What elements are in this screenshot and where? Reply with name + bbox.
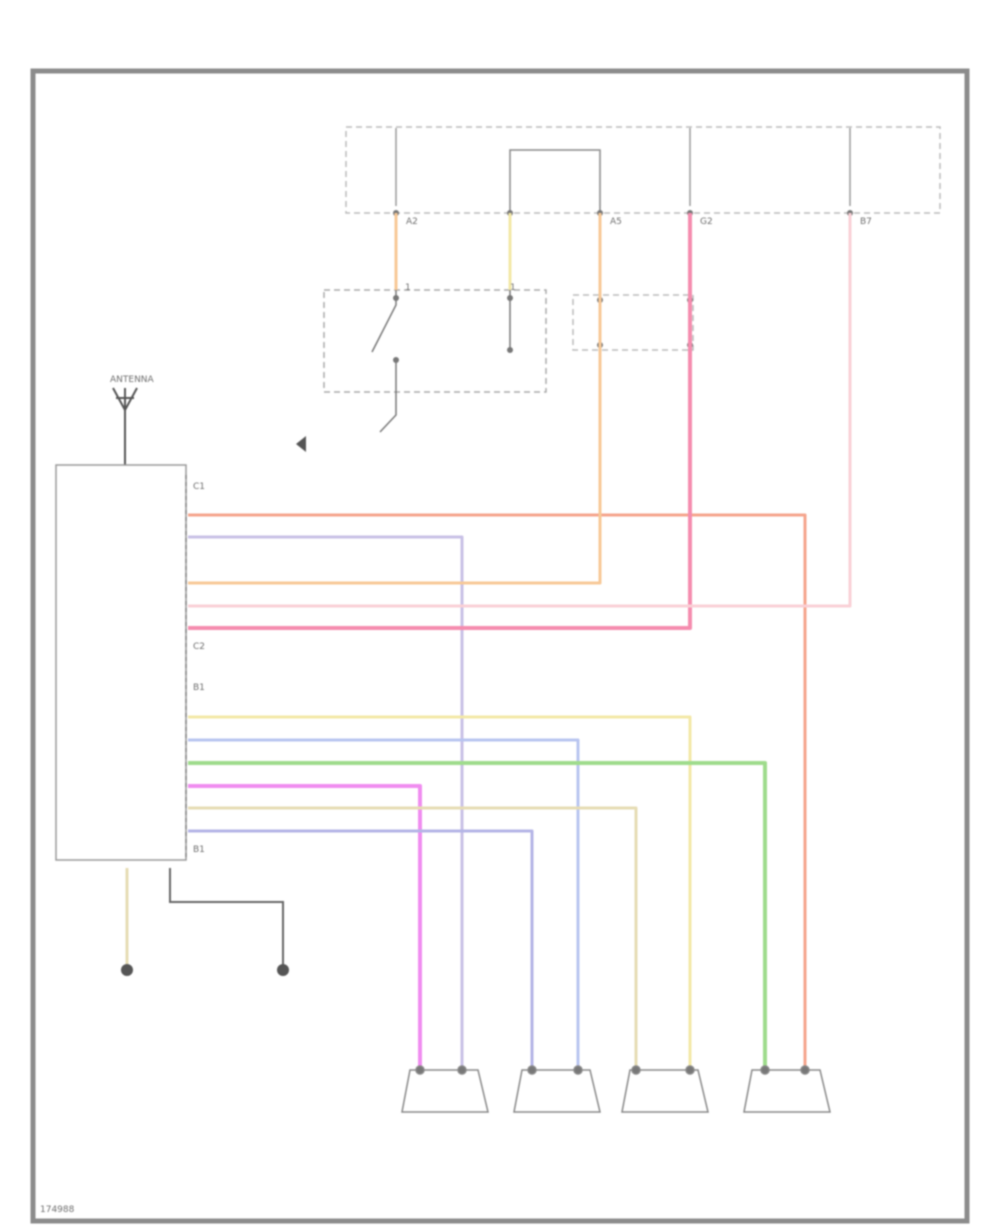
antenna-icon [112, 387, 138, 465]
pin-label: A2 [406, 217, 418, 227]
pin-label: A5 [610, 217, 622, 227]
ground-terminal-1 [121, 964, 133, 976]
radio-unit [55, 464, 187, 861]
splice-box [572, 294, 694, 351]
pin-label: C2 [193, 642, 205, 652]
wire-tan-lf [188, 806, 638, 1070]
wire-blue-rr [188, 738, 580, 1070]
wire-yellow-lf [188, 213, 692, 1070]
pin-label: 1 [405, 283, 411, 293]
diagram-frame [30, 68, 970, 1224]
pin-label: C1 [193, 482, 205, 492]
fuse-symbol [395, 128, 851, 206]
figure-id: 174988 [40, 1205, 75, 1215]
wire-orange-rl [188, 513, 807, 1070]
headlamp-switch [323, 289, 547, 433]
wire-light-pink-ign [188, 213, 852, 608]
wire-pink-batt [188, 213, 692, 630]
speaker-right-front [401, 1065, 489, 1113]
speaker-right-rear [513, 1065, 601, 1113]
wire-magenta-rr [188, 784, 422, 1070]
speaker-left-rear [621, 1065, 709, 1113]
pin-labels: C1 C2 1 1 B1 B1 G2 A2 A5 B7 [193, 217, 872, 855]
pin-label: B7 [860, 217, 872, 227]
pin-label: G2 [700, 217, 713, 227]
fuse-box [345, 126, 941, 216]
wire-purple-rf [188, 829, 534, 1070]
antenna-label: ANTENNA [110, 375, 155, 385]
pin-label: 1 [510, 283, 516, 293]
pin-label: B1 [193, 845, 205, 855]
wire-orange-ill [188, 213, 602, 585]
ground-terminal-2 [277, 964, 289, 976]
speakers [401, 1065, 831, 1113]
ground-wires [169, 868, 284, 968]
wire-lavender-rf [188, 535, 464, 1070]
wires [125, 213, 852, 1070]
pin-label: B1 [193, 683, 205, 693]
speaker-left-front [743, 1065, 831, 1113]
wire-green-lr [188, 761, 767, 1070]
switch-ground-symbol [296, 436, 306, 452]
